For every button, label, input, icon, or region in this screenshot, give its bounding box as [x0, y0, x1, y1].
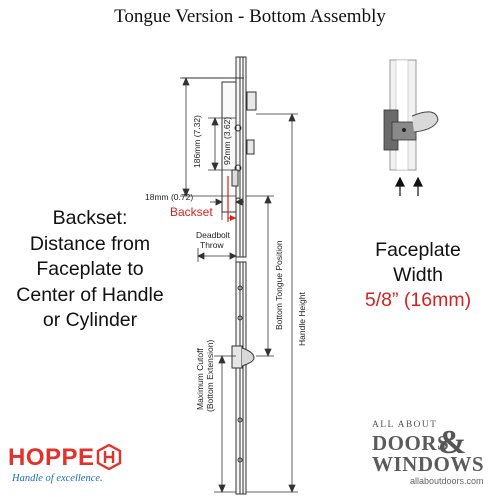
bottom-tongue-label: Bottom Tongue Position: [274, 240, 284, 330]
dim-18-label: 18mm (0.72): [145, 192, 193, 202]
faceplate-photo: [383, 59, 439, 171]
backset-dimension: [227, 176, 236, 222]
width-line: Width: [393, 264, 443, 286]
deadbolt-label: Deadbolt: [196, 230, 231, 240]
backset-explanation: Backset: Distance from Faceplate to Cent…: [4, 206, 176, 334]
dim-186-label: 186mm (7.32): [192, 115, 202, 168]
page-title: Tongue Version - Bottom Assembly: [114, 6, 386, 27]
handle-height-label: Handle Height: [297, 291, 307, 346]
retailer-ampersand: &: [438, 424, 467, 461]
backset-label: Backset: [170, 205, 213, 219]
faceplate-width-arrows: [395, 176, 423, 196]
faceplate-line: Faceplate: [375, 239, 461, 261]
bottom-tongue: [231, 285, 255, 463]
retailer-windows: WINDOWS: [372, 452, 485, 476]
throw-label: Throw: [200, 240, 224, 250]
dim-186mm: [180, 76, 236, 198]
dim-maximum-cutoff: [214, 354, 236, 494]
backset-line: or Cylinder: [42, 309, 138, 331]
lock-case: [221, 81, 257, 213]
dim-92mm: [208, 116, 236, 172]
max-cutoff-label: Maximum Cutoff: [195, 348, 205, 410]
backset-line: Faceplate to: [36, 258, 144, 280]
hoppe-tagline: Handle of excellence.: [12, 473, 103, 484]
hoppe-brand-name: HOPPE: [8, 444, 95, 471]
dim-18mm: [210, 188, 244, 220]
dim-bottom-tongue: [246, 194, 274, 358]
backset-line: Backset:: [52, 207, 128, 229]
dim-92-label: 92mm (3.62): [222, 117, 232, 165]
bottom-extension-label: (Bottom Extension): [205, 340, 215, 412]
hoppe-logo-icon: [96, 444, 122, 470]
deadbolt-throw-dimension: [197, 248, 237, 262]
backset-line: Center of Handle: [16, 283, 164, 306]
faceplate-width-note: Faceplate Width 5/8” (16mm): [350, 238, 486, 313]
backset-line: Distance from: [29, 232, 151, 255]
dim-handle-height: [246, 112, 298, 494]
retailer-url: allaboutdoors.com: [410, 476, 484, 486]
faceplate-size: 5/8” (16mm): [364, 289, 472, 311]
retailer-doors: DOORS: [372, 431, 450, 455]
retailer-all-about: ALL ABOUT: [372, 420, 438, 430]
faceplate-strip: [235, 56, 247, 495]
